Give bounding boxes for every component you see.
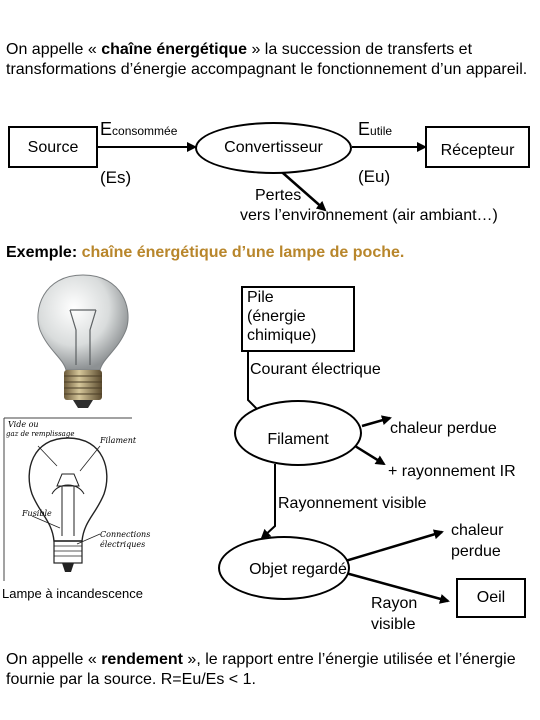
es-label: (Es) <box>100 168 132 187</box>
losses-label-1: Pertes <box>255 187 302 204</box>
object-ellipse: Objet regardé <box>218 536 350 600</box>
intro-keyword: chaîne énergétique <box>101 41 248 58</box>
converter-ellipse: Convertisseur <box>195 122 352 174</box>
visible-radiation-label: Rayonnement visible <box>278 495 427 512</box>
intro-paragraph: On appelle « chaîne énergétique » la suc… <box>6 40 536 80</box>
lamp-sketch-frame: Vide ou gaz de remplissage Filament Fusi… <box>2 416 150 606</box>
eu-label: (Eu) <box>358 167 391 186</box>
useful-energy-label: Eutile <box>358 119 393 139</box>
arrow-object-heat <box>341 529 444 564</box>
sketch-label-connections-2: électriques <box>100 540 146 549</box>
receiver-box: Récepteur <box>425 126 530 168</box>
pile-box: Pile (énergie chimique) <box>241 286 355 352</box>
consumed-energy-label: Econsommée <box>100 119 178 139</box>
sketch-label-gas: gaz de remplissage <box>6 430 75 438</box>
filament-ellipse: Filament <box>234 400 362 466</box>
conclusion-paragraph: On appelle « rendement », le rapport ent… <box>6 651 516 688</box>
intro-text-before: On appelle « <box>6 41 102 58</box>
visible-ray-label-2: visible <box>371 616 416 633</box>
losses-label-2: vers l’environnement (air ambiant…) <box>240 207 498 224</box>
lamp-sketch-caption: Lampe à incandescence <box>2 586 143 601</box>
arrow-object-eye <box>341 570 450 604</box>
sketch-label-connections-1: Connections <box>100 530 151 539</box>
arrow-filament-heat <box>361 415 392 428</box>
heat-loss-label: chaleur perdue <box>390 420 497 437</box>
ir-radiation-label: + rayonnement IR <box>388 463 516 480</box>
light-bulb-image <box>37 274 129 408</box>
visible-ray-label-1: Rayon <box>371 595 418 612</box>
arrow-filament-object <box>260 464 276 540</box>
sketch-label-vacuum: Vide ou <box>8 420 39 429</box>
current-label: Courant électrique <box>250 361 381 378</box>
intro-text-after: » la succession de transferts et transfo… <box>6 41 528 78</box>
eye-box: Oeil <box>456 578 526 618</box>
incandescent-lamp-sketch <box>3 417 132 581</box>
sketch-label-fuse: Fusible <box>22 509 52 518</box>
sketch-label-filament: Filament <box>100 436 137 445</box>
example-heading: Exemple: chaîne énergétique d’une lampe … <box>6 244 405 261</box>
heat-loss-label-2a: chaleur <box>451 522 504 539</box>
heat-loss-label-2b: perdue <box>451 543 501 560</box>
conclusion-keyword: rendement <box>101 651 183 668</box>
source-box: Source <box>8 126 98 168</box>
arrow-filament-ir <box>354 444 386 466</box>
